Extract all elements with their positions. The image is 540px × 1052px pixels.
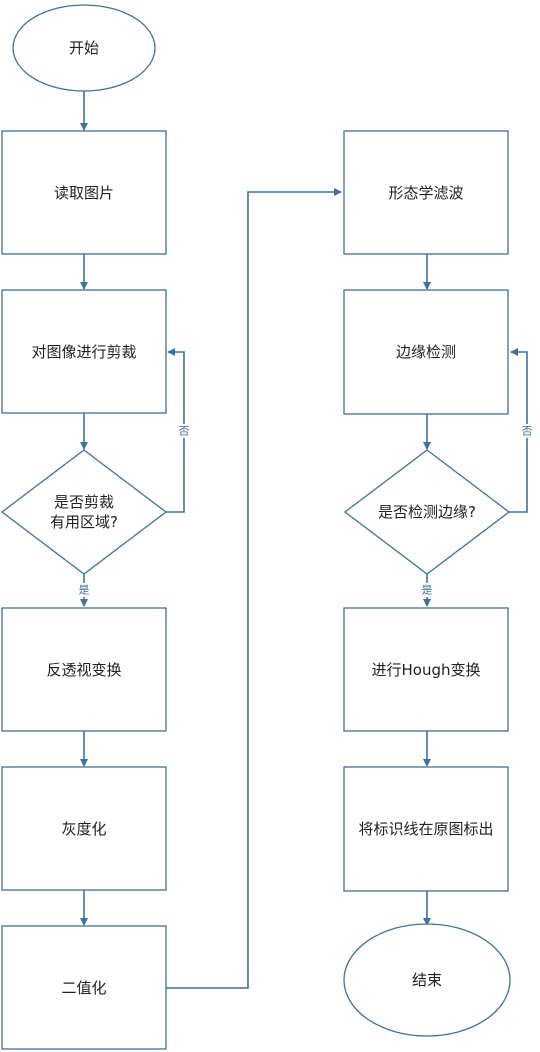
node-binarize-label: 二值化 bbox=[61, 979, 106, 997]
node-perspective: 反透视变换 bbox=[1, 607, 167, 732]
node-mark-lines: 将标识线在原图标出 bbox=[343, 766, 509, 892]
node-grayscale: 灰度化 bbox=[1, 766, 167, 891]
node-perspective-label: 反透视变换 bbox=[46, 661, 121, 679]
node-binarize: 二值化 bbox=[1, 925, 167, 1050]
decision-edge-check-label: 是否检测边缘? bbox=[378, 503, 476, 521]
node-hough: 进行Hough变换 bbox=[343, 607, 509, 732]
decision-crop-check-line1: 是否剪裁 bbox=[54, 493, 114, 511]
decision-crop-check-line2: 有用区域? bbox=[50, 513, 118, 531]
node-start: 开始 bbox=[12, 4, 156, 92]
node-start-label: 开始 bbox=[69, 39, 99, 57]
node-grayscale-label: 灰度化 bbox=[61, 820, 106, 838]
node-end-label: 结束 bbox=[412, 971, 442, 989]
node-mark-lines-label: 将标识线在原图标出 bbox=[358, 820, 493, 838]
label-edge-yes: 是 bbox=[422, 584, 433, 597]
node-edge-detect: 边缘检测 bbox=[343, 289, 509, 415]
node-read-image-label: 读取图片 bbox=[54, 184, 114, 202]
node-end: 结束 bbox=[343, 923, 511, 1037]
node-read-image: 读取图片 bbox=[1, 130, 167, 255]
edge-binarize-to-morph bbox=[166, 188, 342, 989]
node-crop: 对图像进行剪裁 bbox=[1, 289, 167, 414]
decision-crop-check: 是否剪裁 有用区域? bbox=[0, 449, 168, 575]
decision-edge-check: 是否检测边缘? bbox=[343, 449, 511, 575]
label-crop-no: 否 bbox=[179, 425, 190, 438]
label-crop-yes: 是 bbox=[79, 584, 90, 597]
node-morph-filter: 形态学滤波 bbox=[343, 130, 509, 255]
label-edge-no: 否 bbox=[522, 425, 533, 438]
node-morph-filter-label: 形态学滤波 bbox=[388, 184, 463, 202]
node-edge-detect-label: 边缘检测 bbox=[396, 343, 456, 361]
node-hough-label: 进行Hough变换 bbox=[372, 661, 481, 679]
node-crop-label: 对图像进行剪裁 bbox=[31, 343, 136, 361]
